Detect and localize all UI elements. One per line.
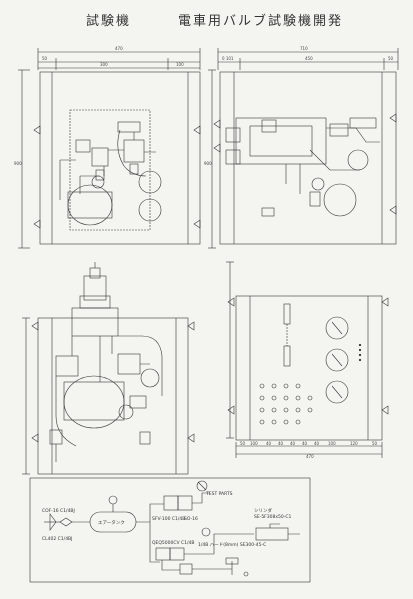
dim-b: 450 bbox=[305, 56, 313, 61]
dim-b2: 40 bbox=[266, 441, 272, 446]
view-front-left: 470 50 300 100 900 bbox=[14, 46, 201, 249]
dim-b3: 40 bbox=[278, 441, 284, 446]
pneumatic-schematic: エアータンク TEST PARTS シリンダ SE-5F308x50-C1 bbox=[29, 477, 311, 583]
dim-b1: 100 bbox=[250, 441, 258, 446]
dim-a: 0 101 bbox=[222, 56, 234, 61]
view-side-right: 710 0 101 450 50 900 bbox=[204, 46, 399, 249]
air-tank-label: エアータンク bbox=[98, 519, 125, 526]
cylinder bbox=[255, 527, 289, 541]
dim-b6: 40 bbox=[314, 441, 320, 446]
dim-b9: 50 bbox=[372, 441, 378, 446]
dim-a: 50 bbox=[42, 56, 48, 61]
valve2-label: CL402 C1/4BJ bbox=[42, 536, 72, 542]
test-parts-label: TEST PARTS bbox=[205, 491, 233, 497]
dim-b8: 120 bbox=[350, 441, 358, 446]
dim-b4: 40 bbox=[290, 441, 296, 446]
cylinder-model: SE-5F308x50-C1 bbox=[254, 514, 292, 520]
mid2-label: 1/4B ハード(8mm) SE300-45-C bbox=[198, 542, 266, 548]
dim-c: 50 bbox=[388, 56, 394, 61]
title-left: 試験機 bbox=[86, 14, 132, 29]
dim-c: 100 bbox=[176, 62, 184, 67]
dim-b0: 50 bbox=[240, 441, 246, 446]
pressure-gauge bbox=[108, 495, 118, 505]
dim-total: 470 bbox=[115, 46, 123, 51]
sol2-label: SO-16 bbox=[184, 516, 198, 522]
title-right: 電車用バルブ試験機開発 bbox=[178, 14, 344, 29]
dim-b7: 100 bbox=[328, 441, 336, 446]
sol1-label: SFV-100 C1/4B bbox=[152, 516, 185, 522]
mid1-label: QEQ5000CV C1/4B bbox=[152, 540, 195, 546]
dim-height: 900 bbox=[14, 161, 22, 166]
cylinder-label: シリンダ bbox=[254, 507, 272, 514]
dim-height: 900 bbox=[204, 161, 212, 166]
button-grid bbox=[259, 383, 313, 425]
dim-b5: 40 bbox=[302, 441, 308, 446]
view-panel-right: 50 100 40 40 40 40 40 100 120 50 470 bbox=[226, 261, 389, 459]
dim-b: 300 bbox=[100, 62, 108, 67]
view-front-lower-left bbox=[22, 262, 195, 475]
valve1-label: COF-16 C1/4BJ bbox=[42, 508, 75, 514]
dim-total: 710 bbox=[300, 46, 308, 51]
dim-total: 470 bbox=[306, 454, 314, 459]
